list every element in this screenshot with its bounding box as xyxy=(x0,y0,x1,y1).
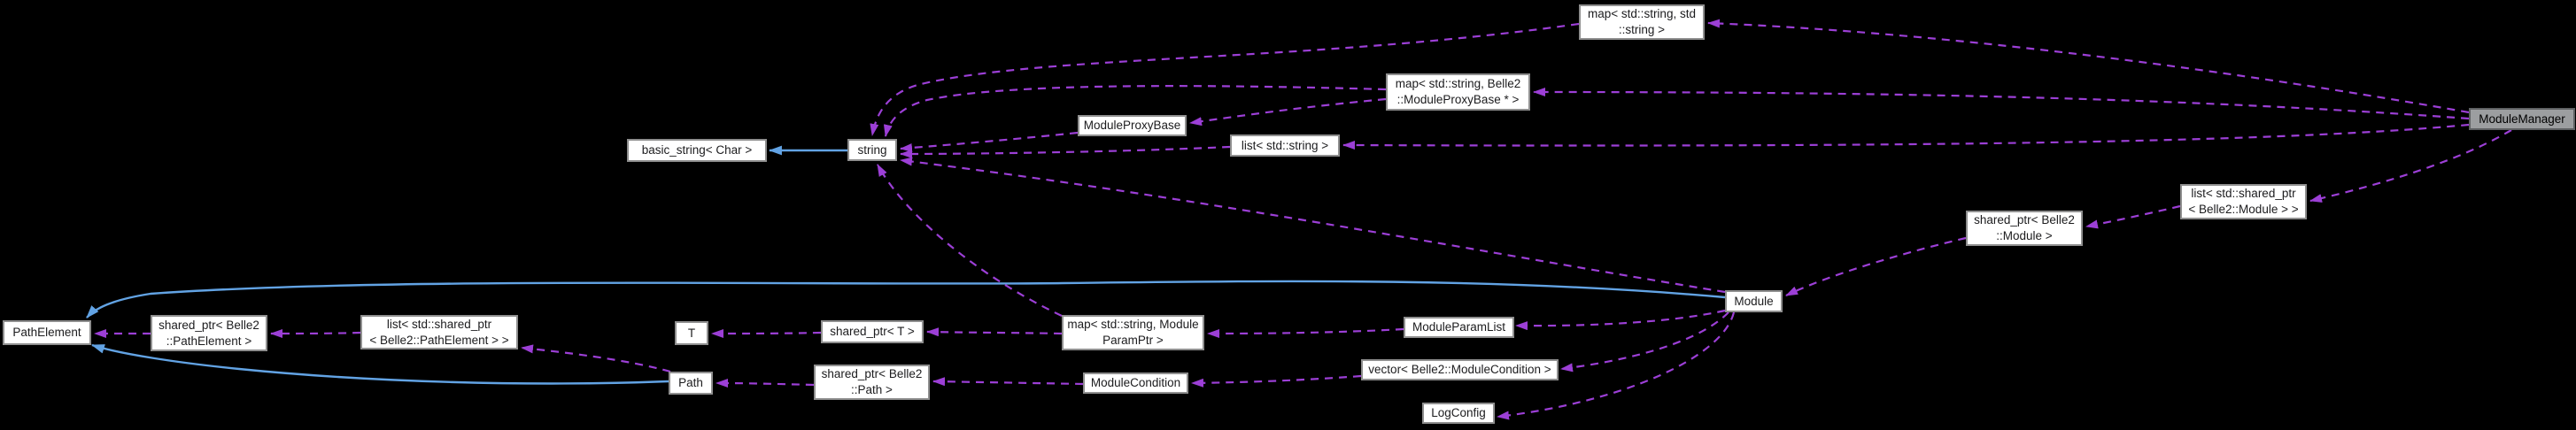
node-module-param-list[interactable]: ModuleParamList xyxy=(1404,317,1514,338)
node-path[interactable]: Path xyxy=(669,372,713,395)
node-vector-condition[interactable]: vector< Belle2::ModuleCondition > xyxy=(1361,359,1559,380)
node-list-module[interactable]: list< std::shared_ptr < Belle2::Module >… xyxy=(2180,184,2307,219)
node-module-manager: ModuleManager xyxy=(2469,108,2575,130)
edge-sp-module-to-module xyxy=(1785,236,1967,296)
edge-map-proxy-to-string xyxy=(883,85,1387,137)
node-list-path-element[interactable]: list< std::shared_ptr < Belle2::PathElem… xyxy=(360,315,518,349)
node-sp-path[interactable]: shared_ptr< Belle2 ::Path > xyxy=(814,365,930,400)
node-sp-module[interactable]: shared_ptr< Belle2 ::Module > xyxy=(1966,211,2083,246)
node-sp-t[interactable]: shared_ptr< T > xyxy=(821,320,924,343)
node-map-proxy[interactable]: map< std::string, Belle2 ::ModuleProxyBa… xyxy=(1386,73,1530,111)
edge-module-param-list-to-map-param xyxy=(1207,327,1404,338)
node-module-condition[interactable]: ModuleCondition xyxy=(1083,372,1188,394)
node-module-proxy-base[interactable]: ModuleProxyBase xyxy=(1078,115,1187,136)
edge-map-proxy-to-module-proxy-base xyxy=(1189,97,1387,127)
node-path-element[interactable]: PathElement xyxy=(3,320,91,345)
edge-module-manager-to-map-string xyxy=(1707,19,2470,114)
edge-module-to-module-param-list xyxy=(1515,309,1726,331)
edge-map-string-to-string xyxy=(870,22,1580,136)
edge-map-param-to-sp-t xyxy=(926,327,1063,337)
edge-path-to-list-path-element xyxy=(521,344,671,373)
edge-vector-condition-to-module-condition xyxy=(1191,374,1362,388)
edge-module-condition-to-sp-path xyxy=(932,377,1084,387)
node-map-param[interactable]: map< std::string, Module ParamPtr > xyxy=(1062,315,1204,350)
edge-module-proxy-base-to-string xyxy=(900,131,1079,152)
node-basic-string[interactable]: basic_string< Char > xyxy=(627,139,767,162)
edge-list-path-element-to-sp-path-element xyxy=(270,328,361,338)
edge-module-to-vector-condition xyxy=(1560,311,1729,372)
edge-module-to-path-element xyxy=(86,280,1726,319)
edge-sp-t-to-t xyxy=(711,328,822,338)
edge-list-module-to-sp-module xyxy=(2085,204,2181,229)
node-string[interactable]: string xyxy=(847,139,897,161)
edge-module-to-log-config xyxy=(1497,311,1736,420)
node-module[interactable]: Module xyxy=(1725,290,1783,312)
node-log-config[interactable]: LogConfig xyxy=(1422,403,1495,424)
node-map-string[interactable]: map< std::string, std ::string > xyxy=(1579,4,1705,40)
edge-map-param-to-string xyxy=(877,164,1063,317)
node-list-string[interactable]: list< std::string > xyxy=(1230,134,1340,157)
edge-module-manager-to-map-proxy xyxy=(1533,88,2470,120)
node-t[interactable]: T xyxy=(675,321,708,345)
edge-sp-path-to-path xyxy=(716,379,815,388)
edge-module-manager-to-list-module xyxy=(2309,129,2512,203)
edge-module-manager-to-list-string xyxy=(1342,123,2470,150)
edge-list-string-to-string xyxy=(900,145,1231,158)
edge-path-to-path-element xyxy=(90,343,669,385)
edge-module-to-string xyxy=(900,157,1726,294)
node-sp-path-element[interactable]: shared_ptr< Belle2 ::PathElement > xyxy=(151,315,267,351)
